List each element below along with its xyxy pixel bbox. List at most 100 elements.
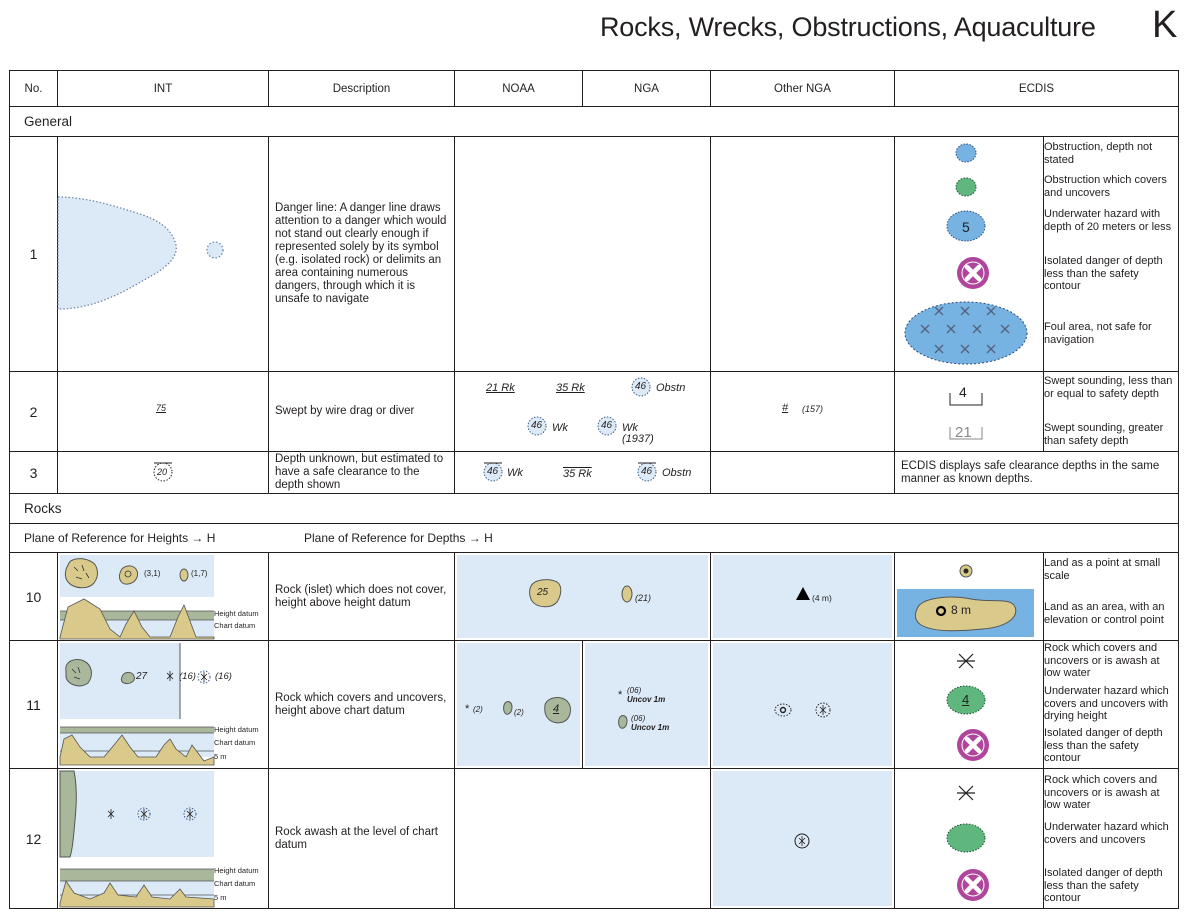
row3-int-symbol: 20: [58, 452, 269, 494]
islet-noaa-25: 25: [537, 587, 549, 598]
height-datum-label-10: Height datum: [214, 609, 259, 618]
row2-description: Swept by wire drag or diver: [269, 372, 455, 452]
header-ecdis: ECDIS: [895, 71, 1178, 107]
noaa-wk-b: Wk: [622, 422, 638, 434]
ecdis-label-obstruction: Obstruction, depth not stated: [1044, 141, 1153, 166]
noaa-rock-2-b: (2): [514, 708, 524, 717]
ecdis-label-covering-hazard: Underwater hazard which covers and uncov…: [1044, 821, 1169, 846]
noaa-star-rock-icon: *: [465, 703, 470, 715]
noaa-rock-large-icon: [544, 697, 571, 724]
clearance-obstn-ring-icon: [637, 462, 657, 482]
row3-other-nga: [711, 452, 895, 494]
swept-obstn-ring-icon: [631, 377, 651, 397]
swept-sounding-deep-icon: [949, 427, 983, 440]
row3-noaa-nga: 46 Wk 35 Rk 46 Obstn: [455, 452, 711, 494]
row11-other-water: [713, 643, 892, 766]
band-general: General: [10, 107, 1178, 137]
ecdis-label-awash-12: Rock which covers and uncovers or is awa…: [1044, 774, 1160, 811]
section-letter: K: [1152, 4, 1178, 46]
row2-number: 2: [10, 372, 58, 452]
row2-ecdis: 4 21: [895, 372, 1178, 452]
ecdis-divider-10: [1043, 553, 1044, 641]
awash-rock-profile-view: [59, 868, 215, 908]
header-no: No.: [10, 71, 58, 107]
noaa-1937: (1937): [622, 433, 654, 445]
row10-ecdis: 8 m: [895, 553, 1178, 641]
rock-triangle-icon: [796, 587, 810, 600]
nga-uncov-label-b: Uncov 1m: [631, 723, 670, 732]
row10-int-symbol: (3,1) (1,7) Height datum Chart datum: [58, 553, 269, 641]
islet-noaa-icon: [529, 579, 562, 608]
five-meter-label-11: 5 m: [214, 752, 227, 761]
row12-description: Rock awash at the level of chart datum: [269, 769, 455, 908]
band-rocks-label: Rocks: [24, 501, 62, 516]
row3-ecdis: ECDIS displays safe clearance depths in …: [895, 452, 1178, 494]
ecdis-label-swept-deep: Swept sounding, greater than safety dept…: [1044, 422, 1164, 447]
nga-uncov-06-a: (06): [627, 686, 642, 695]
row11-int-symbol: 27 (16) (16) Height datum Chart datum 5 …: [58, 641, 269, 769]
row1-other-nga: [711, 137, 895, 372]
land-area-icon: [914, 596, 1017, 632]
ecdis-foul-area-icon: [904, 301, 1028, 365]
row12-other-nga: [711, 769, 895, 908]
noaa-35-rk: 35 Rk: [556, 382, 585, 394]
row10-other-nga: (4 m): [711, 553, 895, 641]
other-covering-rock-icon: [774, 703, 792, 717]
ecdis-divider-11: [1043, 641, 1044, 769]
ecdis-drying-hazard-icon: [946, 685, 986, 715]
row11-nga-water: [585, 643, 708, 766]
symbol-table: No. INT Description NOAA NGA Other NGA E…: [9, 70, 1179, 909]
noaa-46-a: 46: [635, 381, 647, 392]
rock-height-4m: (4 m): [812, 593, 832, 603]
nga-rock-small-icon: [618, 715, 628, 729]
row3-description: Depth unknown, but estimated to have a s…: [269, 452, 455, 494]
plane-heights-label: Plane of Reference for Heights → H: [24, 531, 216, 545]
ecdis-label-obstruction-covers: Obstruction which covers and uncovers: [1044, 174, 1167, 199]
other-hash: #: [782, 402, 789, 414]
islet-noaa-small-icon: [621, 585, 633, 603]
danger-line-area: [57, 196, 224, 310]
swept-wk-1937-ring-icon: [597, 416, 617, 436]
row1-ecdis: 5: [895, 137, 1178, 372]
row10-noaa-nga: 25 (21): [455, 553, 711, 641]
ecdis-label-isolated-danger-12: Isolated danger of depth less than the s…: [1044, 867, 1163, 904]
clearance-wk-ring-icon: [483, 462, 503, 482]
row2-noaa-nga: 21 Rk 35 Rk 46 Obstn 46 Wk 46 Wk (1937): [455, 372, 711, 452]
plane-depths-label: Plane of Reference for Depths → H: [304, 531, 493, 545]
ecdis-covering-hazard-icon: [946, 823, 986, 853]
row1-int-symbol: [57, 137, 269, 372]
awash-rock-plan-view: [59, 770, 214, 858]
safe-clearance-20: 20: [157, 467, 168, 477]
row12-int-symbol: Height datum Chart datum 5 m: [58, 769, 269, 908]
swept-wk-ring-icon: [527, 416, 547, 436]
covering-rock-16-a: (16): [179, 671, 196, 682]
ecdis-swept-4: 4: [959, 384, 967, 400]
row10-description: Rock (islet) which does not cover, heigh…: [269, 553, 455, 641]
ecdis-label-land-area: Land as an area, with an elevation or co…: [1044, 601, 1165, 626]
covering-rock-27: 27: [136, 671, 148, 682]
row11-nga: * (06) Uncov 1m (06) Uncov 1m: [583, 641, 711, 769]
ecdis-obstruction-blue-icon: [955, 143, 977, 163]
row1-noaa-nga: [455, 137, 711, 372]
r3-noaa-35-rk: 35 Rk: [563, 468, 592, 480]
chart-datum-label-11: Chart datum: [214, 738, 256, 747]
other-awash-rock-icon: [815, 702, 831, 718]
other-awash-rock-icon-12: [794, 833, 810, 849]
noaa-21-rk: 21 Rk: [486, 382, 515, 394]
height-datum-label-12: Height datum: [214, 866, 259, 875]
chart-datum-label-12: Chart datum: [214, 879, 256, 888]
covering-rock-16-b: (16): [215, 671, 232, 682]
row3-number: 3: [10, 452, 58, 494]
ecdis-isolated-danger-icon-11: [957, 729, 989, 761]
ecdis-label-underwater-hazard: Underwater hazard with depth of 20 meter…: [1044, 208, 1172, 233]
land-elevation-8m: 8 m: [951, 603, 972, 617]
nga-star-rock-icon: *: [618, 689, 623, 701]
ecdis-label-drying-hazard: Underwater hazard which covers and uncov…: [1044, 685, 1169, 722]
noaa-46-c: 46: [601, 420, 613, 431]
ecdis-obstruction-green-icon: [955, 177, 977, 197]
other-157: (157): [802, 404, 824, 414]
row1-number: 1: [10, 137, 58, 372]
islet-height-31: (3,1): [144, 569, 161, 578]
ecdis-divider-12: [1043, 769, 1044, 908]
header-description: Description: [269, 71, 455, 107]
